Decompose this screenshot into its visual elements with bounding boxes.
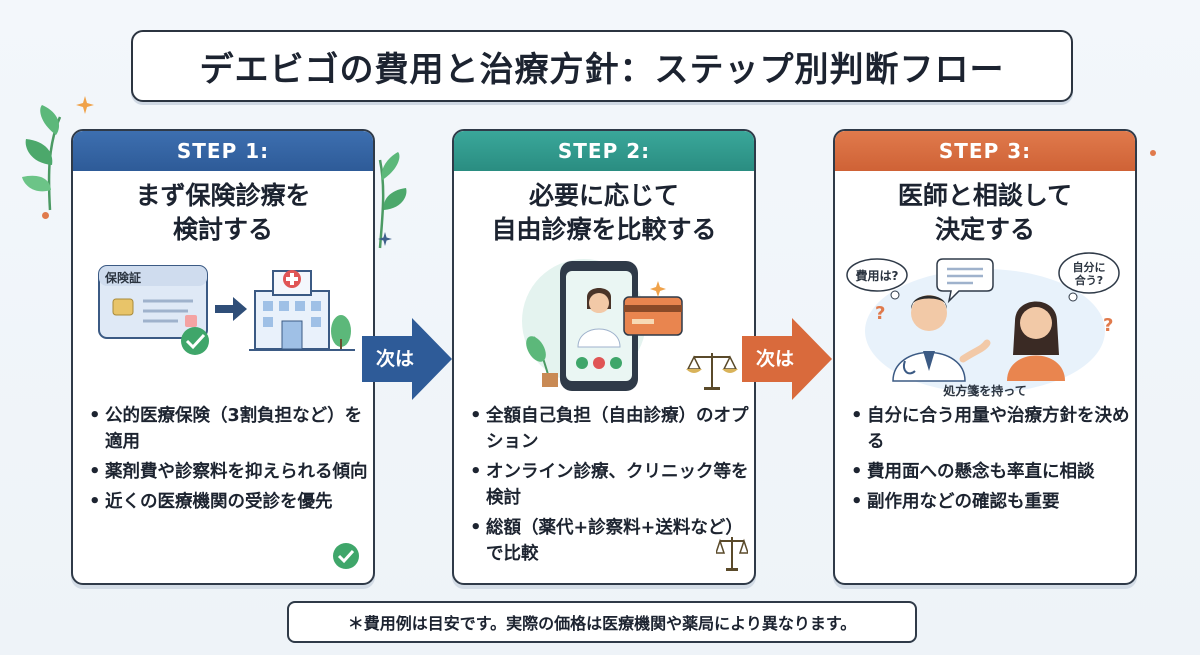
disclaimer-box: ＊費用例は目安です。実際の価格は医療機関や薬局により異なります。 bbox=[287, 601, 917, 643]
prescription-caption: 処方箋を持って bbox=[943, 384, 1027, 398]
step-3-card: STEP 3: 医師と相談して 決定する 費用は? 自分に 合う? ? ? bbox=[833, 129, 1137, 585]
step-2-bullets: 全額自己負担（自由診療）のオプション オンライン診療、クリニック等を検討 総額（… bbox=[468, 403, 750, 571]
speech-bubble-icon bbox=[1058, 252, 1120, 302]
disclaimer-text: ＊費用例は目安です。実際の価格は医療機関や薬局により異なります。 bbox=[347, 614, 857, 633]
step-1-header: STEP 1: bbox=[73, 131, 373, 171]
step-3-title: 医師と相談して 決定する bbox=[897, 181, 1073, 244]
plant-icon bbox=[526, 336, 558, 387]
step-3-illustration: 費用は? 自分に 合う? ? ? bbox=[846, 252, 1120, 393]
arrow-right-icon bbox=[362, 318, 452, 400]
step-2-title: 必要に応じて 自由診療を比較する bbox=[491, 181, 717, 244]
insurance-card-label: 保険証 bbox=[104, 270, 141, 285]
bubble-fit-question-line2: 合う? bbox=[1075, 273, 1103, 287]
dot-decoration bbox=[1150, 150, 1156, 156]
bubble-fit-question-line1: 自分に bbox=[1073, 260, 1106, 274]
smartphone-doctor-icon bbox=[560, 261, 638, 391]
page-title: デエビゴの費用と治療方針：ステップ別判断フロー bbox=[199, 49, 1005, 90]
arrow-right-icon bbox=[742, 318, 832, 400]
step-1-bullets: 公的医療保険（3割負担など）を適用 薬剤費や診察料を抑えられる傾向 近くの医療機… bbox=[87, 403, 369, 519]
step-2-illustration bbox=[522, 259, 738, 391]
scale-icon bbox=[716, 537, 748, 571]
list-item: 近くの医療機関の受診を優先 bbox=[87, 489, 369, 515]
next-arrow-1: 次は bbox=[362, 318, 452, 400]
scale-icon bbox=[686, 353, 738, 390]
list-item: 全額自己負担（自由診療）のオプション bbox=[468, 403, 750, 455]
patient-icon bbox=[1007, 301, 1065, 381]
list-item: オンライン診療、クリニック等を検討 bbox=[468, 459, 750, 511]
check-icon bbox=[333, 543, 359, 569]
question-mark-icon: ? bbox=[875, 303, 885, 324]
next-arrow-label: 次は bbox=[755, 348, 794, 370]
bubble-cost-question: 費用は? bbox=[856, 268, 899, 283]
step-2-header: STEP 2: bbox=[454, 131, 754, 171]
list-item: 総額（薬代+診察料+送料など）で比較 bbox=[468, 515, 750, 567]
sparkle-icon bbox=[76, 96, 94, 114]
list-item: 公的医療保険（3割負担など）を適用 bbox=[87, 403, 369, 455]
step-3-bullets: 自分に合う用量や治療方針を決める 費用面への懸念も率直に相談 副作用などの確認も… bbox=[849, 403, 1131, 519]
hospital-icon bbox=[249, 270, 355, 351]
list-item: 費用面への懸念も率直に相談 bbox=[849, 459, 1131, 485]
chat-icon bbox=[936, 258, 994, 304]
list-item: 副作用などの確認も重要 bbox=[849, 489, 1131, 515]
dot-decoration bbox=[42, 212, 49, 219]
speech-bubble-icon bbox=[846, 258, 908, 300]
credit-card-icon bbox=[623, 296, 683, 336]
question-mark-icon: ? bbox=[1103, 315, 1113, 336]
step-1-title: まず保険診療を 検討する bbox=[135, 181, 311, 244]
list-item: 薬剤費や診察料を抑えられる傾向 bbox=[87, 459, 369, 485]
sparkle-icon bbox=[378, 232, 392, 246]
doctor-icon bbox=[892, 295, 991, 382]
check-icon bbox=[181, 327, 209, 355]
insurance-card-icon bbox=[98, 265, 208, 339]
step-3-header: STEP 3: bbox=[835, 131, 1135, 171]
list-item: 自分に合う用量や治療方針を決める bbox=[849, 403, 1131, 455]
page-title-box: デエビゴの費用と治療方針：ステップ別判断フロー bbox=[131, 30, 1073, 102]
leaf-decoration-icon bbox=[22, 105, 62, 211]
next-arrow-label: 次は bbox=[375, 348, 414, 370]
step-1-card: STEP 1: まず保険診療を 検討する 保険証 bbox=[71, 129, 375, 585]
arrow-right-icon bbox=[215, 297, 247, 321]
next-arrow-2: 次は bbox=[742, 318, 832, 400]
step-2-card: STEP 2: 必要に応じて 自由診療を比較する bbox=[452, 129, 756, 585]
step-1-illustration: 保険証 bbox=[98, 265, 355, 355]
